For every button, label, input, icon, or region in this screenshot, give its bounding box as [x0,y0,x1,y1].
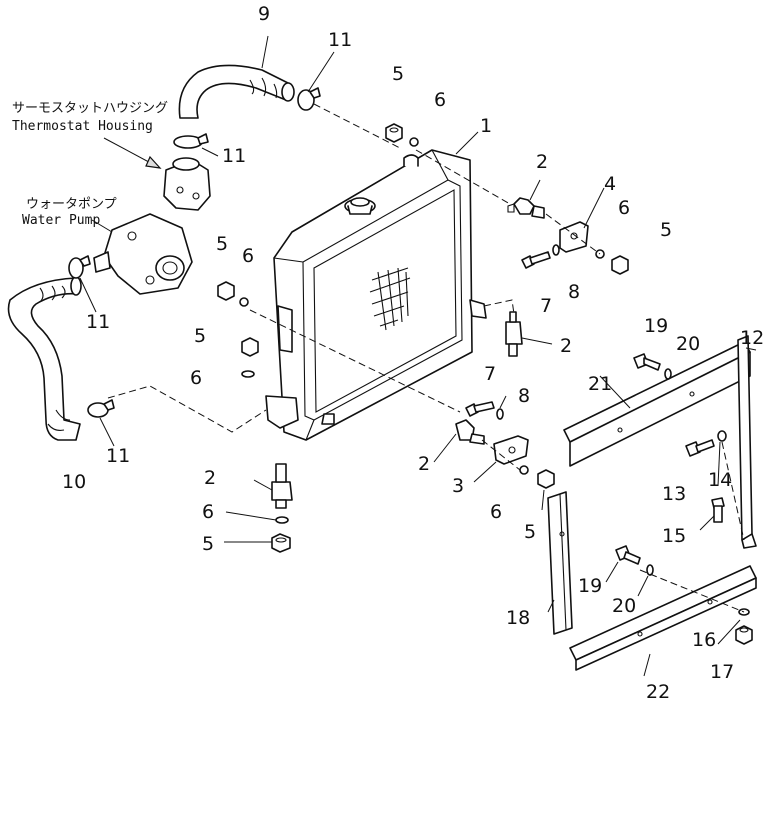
callout-6-left-upper: 6 [242,245,254,267]
bolt-15 [711,497,725,523]
callout-6-left-middle: 6 [190,367,202,389]
washer-20-lower [646,564,654,576]
washer-8-upper [552,244,560,256]
callout-19-lower: 19 [578,575,602,597]
callout-5-right: 5 [660,219,672,241]
callout-20-upper: 20 [676,333,700,355]
hose-clamp-lower [87,399,115,418]
side-plate-12 [737,335,757,549]
thermostat-housing-label: Thermostat Housing [12,119,153,134]
callout-5-bottom: 5 [202,533,214,555]
callout-22: 22 [646,681,670,703]
callout-5-center: 5 [524,521,536,543]
callout-11-pump: 11 [86,311,110,333]
mount-rubber-top-right [507,197,545,219]
callout-2-center: 2 [418,453,430,475]
washer-20-upper [664,368,672,380]
callout-6-center: 6 [490,501,502,523]
washer-top [409,137,419,147]
washer-left-upper [239,297,249,307]
callout-9: 9 [258,3,270,25]
callout-10: 10 [62,471,86,493]
bracket-3 [493,435,529,465]
mount-rubber-bottom-left [271,463,293,509]
nut-right-top [611,255,629,275]
callout-2-top: 2 [536,151,548,173]
bracket-4 [559,221,589,253]
hose-clamp-upper-left [173,133,209,149]
callout-5-left-upper: 5 [216,233,228,255]
bolt-19-upper [633,353,661,371]
callout-2-left: 2 [204,467,216,489]
leader-lines [79,35,757,677]
callout-11-thermostat: 11 [222,145,246,167]
callout-2-right: 2 [560,335,572,357]
callout-20-lower: 20 [612,595,636,617]
lower-hose [7,277,81,441]
callout-5-top: 5 [392,63,404,85]
cover-plate-21 [563,341,751,467]
callout-11-lower: 11 [106,445,130,467]
nut-left-upper [217,281,235,301]
callout-6-bottom: 6 [202,501,214,523]
bolt-7-upper [521,251,551,269]
radiator-assembly [265,149,487,441]
bolt-13 [685,439,715,457]
callout-14: 14 [708,469,732,491]
callout-4: 4 [604,173,616,195]
thermostat-housing-label-jp: サーモスタットハウジング [12,101,168,116]
callout-17: 17 [710,661,734,683]
water-pump [93,213,193,295]
callout-7-upper: 7 [540,295,552,317]
callout-21: 21 [588,373,612,395]
upper-hose [178,64,291,119]
callout-12: 12 [740,327,764,349]
callout-15: 15 [662,525,686,547]
water-pump-leader [91,219,113,233]
washer-right-bottom [519,465,529,475]
hose-clamp-pump [68,255,91,279]
washer-8-lower [496,408,504,420]
callout-3: 3 [452,475,464,497]
washer-14 [717,430,727,442]
callout-6-top: 6 [434,89,446,111]
hose-clamp-upper-right [297,87,321,111]
callout-19-upper: 19 [644,315,668,337]
washer-bottom [275,516,289,524]
callout-7-lower: 7 [484,363,496,385]
callout-16: 16 [692,629,716,651]
nut-left-middle [241,337,259,357]
callout-18: 18 [506,607,530,629]
bottom-plate-22 [569,565,757,671]
callout-8-lower: 8 [518,385,530,407]
bolt-19-lower [615,545,641,565]
water-pump-label-jp: ウォータポンプ [26,197,117,212]
nut-bottom [271,533,291,553]
callout-5-left-middle: 5 [194,325,206,347]
side-plate-18 [547,491,573,635]
callout-11-top: 11 [328,29,352,51]
thermostat-leader-arrow [145,155,162,169]
bolt-7-lower [465,401,495,417]
callout-6-right: 6 [618,197,630,219]
nut-17 [735,625,753,645]
callout-8-upper: 8 [568,281,580,303]
water-pump-label: Water Pump [22,213,100,228]
washer-left-middle [241,370,255,378]
alignment-lines [107,103,745,613]
mount-rubber-right-middle [505,311,523,357]
mount-rubber-center [455,419,485,445]
thermostat-housing [163,157,211,211]
callout-13: 13 [662,483,686,505]
nut-right-bottom [537,469,555,489]
nut-top [385,123,403,143]
callout-1: 1 [480,115,492,137]
